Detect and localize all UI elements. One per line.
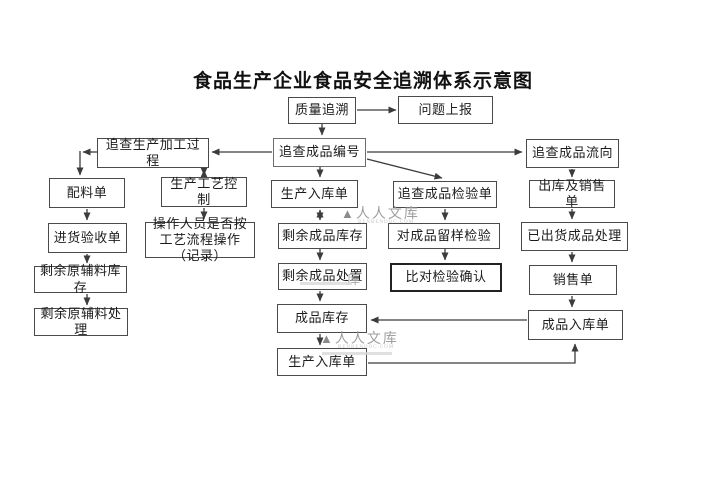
node-trace-product-no: 追查成品编号	[273, 138, 366, 167]
node-shipped-goods-handling: 已出货成品处理	[521, 222, 628, 251]
node-production-inbound-top: 生产入库单	[271, 180, 358, 208]
node-remaining-finished-stock: 剩余成品库存	[278, 223, 367, 249]
node-trace-process: 追查生产加工过程	[97, 137, 209, 168]
node-purchase-acceptance: 进货验收单	[48, 223, 127, 253]
watermark-domain-2: RENRENDOC.COM	[338, 345, 395, 350]
node-trace-flow: 追查成品流向	[526, 139, 619, 168]
node-trace-inspection-slip: 追查成品检验单	[393, 181, 497, 208]
node-remaining-material-stock: 剩余原辅料库存	[34, 263, 127, 295]
watermark-renren: ▲人人文库	[341, 203, 420, 223]
node-comparison-confirm: 比对检验确认	[390, 263, 502, 292]
watermark-ghost-char: 库	[347, 272, 361, 287]
node-problem-report: 问题上报	[398, 96, 493, 124]
node-operator-record: 操作人员是否按工艺流程操作（记录）	[145, 216, 255, 263]
node-sales-slip: 销售单	[529, 265, 617, 295]
node-remaining-material-disposal: 剩余原辅料处理	[34, 306, 128, 337]
node-remaining-finished-disposal: 剩余成品处置	[278, 263, 367, 290]
node-quality-trace: 质量追溯	[288, 97, 356, 124]
diagram-title: 食品生产企业食品安全追溯体系示意图	[193, 71, 534, 92]
node-process-control: 生产工艺控制	[161, 176, 247, 207]
node-ingredient-list: 配料单	[49, 178, 125, 208]
node-finished-stock: 成品库存	[277, 304, 367, 333]
renren-logo-icon: ▲	[320, 331, 333, 346]
renren-logo-icon: ▲	[341, 206, 354, 221]
watermark-smudge	[300, 282, 352, 285]
node-outbound-sales-slip: 出库及销售单	[529, 178, 615, 209]
node-production-inbound-bottom: 生产入库单	[277, 348, 367, 376]
watermark-brand: 人人文库	[334, 332, 399, 347]
watermark-domain: RENRENDOC.COM	[358, 220, 415, 225]
watermark-renren-2: ▲人人文库	[320, 328, 399, 348]
watermark-smudge-2	[322, 352, 392, 355]
node-finished-inbound-slip: 成品入库单	[528, 310, 623, 340]
watermark-brand: 人人文库	[355, 207, 420, 222]
node-sample-inspection: 对成品留样检验	[388, 223, 500, 249]
